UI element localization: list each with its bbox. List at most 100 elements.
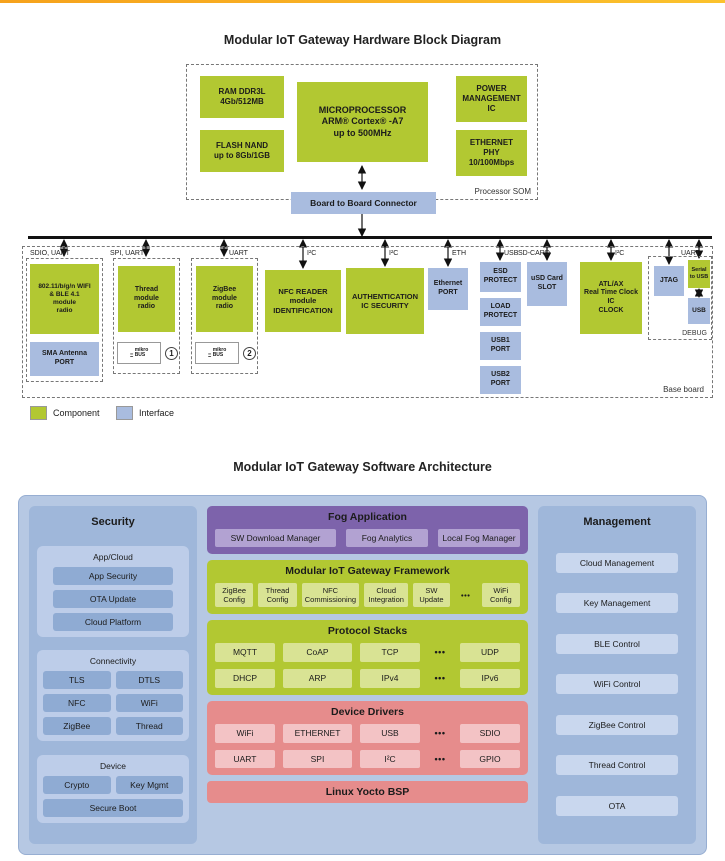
management-items: Cloud Management Key Management BLE Cont… — [546, 532, 688, 836]
driver-item-gpio: GPIO — [460, 749, 520, 769]
device-drivers-section: Device Drivers WiFi ETHERNET USB ••• SDI… — [207, 700, 528, 776]
security-item-crypto: Crypto — [43, 775, 111, 794]
protocol-item-mqtt: MQTT — [215, 643, 275, 662]
driver-item-ethernet: ETHERNET — [283, 723, 352, 743]
legend-interface-label: Interface — [139, 408, 175, 418]
ethernet-port: Ethernet PORT — [428, 268, 468, 310]
software-diagram-title: Modular IoT Gateway Software Architectur… — [233, 460, 492, 474]
group-label-app-cloud: App/Cloud — [93, 551, 133, 562]
group-label-connectivity: Connectivity — [89, 656, 137, 666]
jtag-block: JTAG — [654, 266, 684, 296]
bus-label-usb: USB — [504, 250, 519, 257]
driver-item-usb: USB — [360, 723, 420, 743]
management-item-wifi-control: WiFi Control — [556, 674, 678, 694]
protocol-ellipsis-1: ••• — [434, 647, 446, 658]
protocol-item-ipv6: IPv6 — [460, 668, 520, 688]
security-item-app-security: App Security — [53, 566, 173, 585]
security-item-dtls: DTLS — [115, 671, 183, 689]
debug-group: DEBUG — [648, 256, 712, 340]
wifi-ble-module-block: 802.11/b/g/n WIFI & BLE 4.1 module radio — [30, 264, 99, 334]
security-item-ota-update: OTA Update — [53, 589, 173, 608]
fog-application-title: Fog Application — [328, 511, 407, 523]
protocol-ellipsis-2: ••• — [434, 672, 446, 683]
bus-label-spi-uart: SPI, UART — [110, 250, 145, 257]
driver-item-i2c: I²C — [360, 749, 420, 769]
driver-item-sdio: SDIO — [460, 723, 520, 743]
security-panel: Security App/Cloud App Security OTA Upda… — [29, 506, 197, 844]
rtc-block: ATL/AX Real Time Clock IC CLOCK — [580, 262, 642, 334]
thread-module-group — [113, 258, 180, 374]
bus-label-i2c-2: I²C — [389, 250, 399, 257]
sma-antenna-port: SMA Antenna PORT — [30, 342, 99, 376]
protocol-item-arp: ARP — [283, 668, 352, 688]
usd-card-slot: uSD Card SLOT — [527, 262, 567, 306]
bus-label-uart-2: UART — [681, 250, 700, 257]
security-item-zigbee: ZigBee — [43, 717, 111, 735]
usb1-port: USB1 PORT — [480, 332, 521, 360]
bus-label-sd-card: SD-CARD — [518, 250, 550, 257]
mikrobus-socket-1: mikro BUS — [117, 342, 161, 364]
group-label-device: Device — [100, 760, 126, 771]
hardware-diagram-title: Modular IoT Gateway Hardware Block Diagr… — [223, 33, 502, 47]
mikrobus-dots-icon — [208, 344, 211, 362]
base-board-label: Base board — [663, 385, 704, 394]
management-item-key-management: Key Management — [556, 593, 678, 613]
security-title: Security — [91, 516, 135, 528]
esd-protect: ESD PROTECT — [480, 262, 521, 292]
serial-to-usb-block: Serial to USB — [688, 260, 710, 288]
protocol-item-udp: UDP — [460, 643, 520, 662]
top-accent-bar — [0, 0, 725, 3]
protocol-item-coap: CoAP — [283, 643, 352, 662]
thread-module-block: Thread module radio — [118, 266, 175, 332]
security-group-app-cloud: App/Cloud App Security OTA Update Cloud … — [37, 545, 189, 637]
driver-item-wifi: WiFi — [215, 723, 275, 743]
management-item-cloud-management: Cloud Management — [556, 552, 678, 573]
authentication-ic-block: AUTHENTICATION IC SECURITY — [346, 268, 424, 334]
protocol-item-ipv4: IPv4 — [360, 668, 420, 688]
security-item-key-mgmt: Key Mgmt — [115, 775, 183, 794]
power-management-block: POWER MANAGEMENT IC — [456, 76, 527, 122]
bus-label-i2c-1: I²C — [307, 250, 317, 257]
bus-label-sdio-uart: SDIO, UART — [30, 250, 70, 257]
mikrobus-badge-2: 2 — [243, 347, 256, 360]
wifi-module-group — [26, 258, 103, 382]
board-to-board-connector: Board to Board Connector — [291, 192, 436, 214]
nfc-reader-block: NFC READER module IDENTIFICATION — [265, 270, 341, 332]
security-item-thread: Thread — [115, 717, 183, 735]
fog-item-sw-download-manager: SW Download Manager — [215, 529, 336, 548]
legend-interface-swatch — [116, 406, 133, 420]
fog-item-local-fog-manager: Local Fog Manager — [438, 529, 520, 548]
linux-yocto-bsp-bar: Linux Yocto BSP — [207, 781, 528, 804]
mikrobus-logo: mikro BUS — [212, 346, 227, 358]
legend-component-label: Component — [53, 408, 100, 418]
framework-item-cloud-integration: Cloud Integration — [364, 583, 409, 608]
security-item-tls: TLS — [43, 671, 111, 689]
framework-section: Modular IoT Gateway Framework ZigBee Con… — [207, 560, 528, 615]
processor-som-label: Processor SOM — [474, 187, 531, 196]
bus-label-uart-1: UART — [229, 250, 248, 257]
framework-ellipsis: ••• — [460, 590, 471, 600]
security-item-cloud-platform: Cloud Platform — [53, 612, 173, 631]
bus-label-eth: ETH — [452, 250, 466, 257]
mikrobus-logo: mikro BUS — [134, 346, 149, 358]
security-item-nfc: NFC — [43, 694, 111, 712]
management-title: Management — [583, 516, 651, 528]
framework-item-thread-config: Thread Config — [258, 583, 297, 608]
base-board-box: Base board — [22, 246, 713, 398]
ram-block: RAM DDR3L 4Gb/512MB — [200, 76, 284, 118]
software-architecture-panel: Security App/Cloud App Security OTA Upda… — [18, 495, 707, 855]
management-item-ota: OTA — [556, 795, 678, 816]
driver-ellipsis-2: ••• — [434, 753, 446, 764]
legend-component-swatch — [30, 406, 47, 420]
framework-item-nfc-commissioning: NFC Commissioning — [301, 583, 360, 608]
bus-label-i2c-3: I²C — [615, 250, 625, 257]
protocol-item-tcp: TCP — [360, 643, 420, 662]
flash-block: FLASH NAND up to 8Gb/1GB — [200, 130, 284, 172]
debug-label: DEBUG — [682, 330, 707, 337]
protocol-stacks-section: Protocol Stacks MQTT CoAP TCP ••• UDP DH… — [207, 620, 528, 695]
mikrobus-socket-2: mikro BUS — [195, 342, 239, 364]
load-protect: LOAD PROTECT — [480, 298, 521, 326]
device-drivers-title: Device Drivers — [331, 705, 404, 718]
framework-item-sw-update: SW Update — [413, 583, 450, 608]
usb2-port: USB2 PORT — [480, 366, 521, 394]
